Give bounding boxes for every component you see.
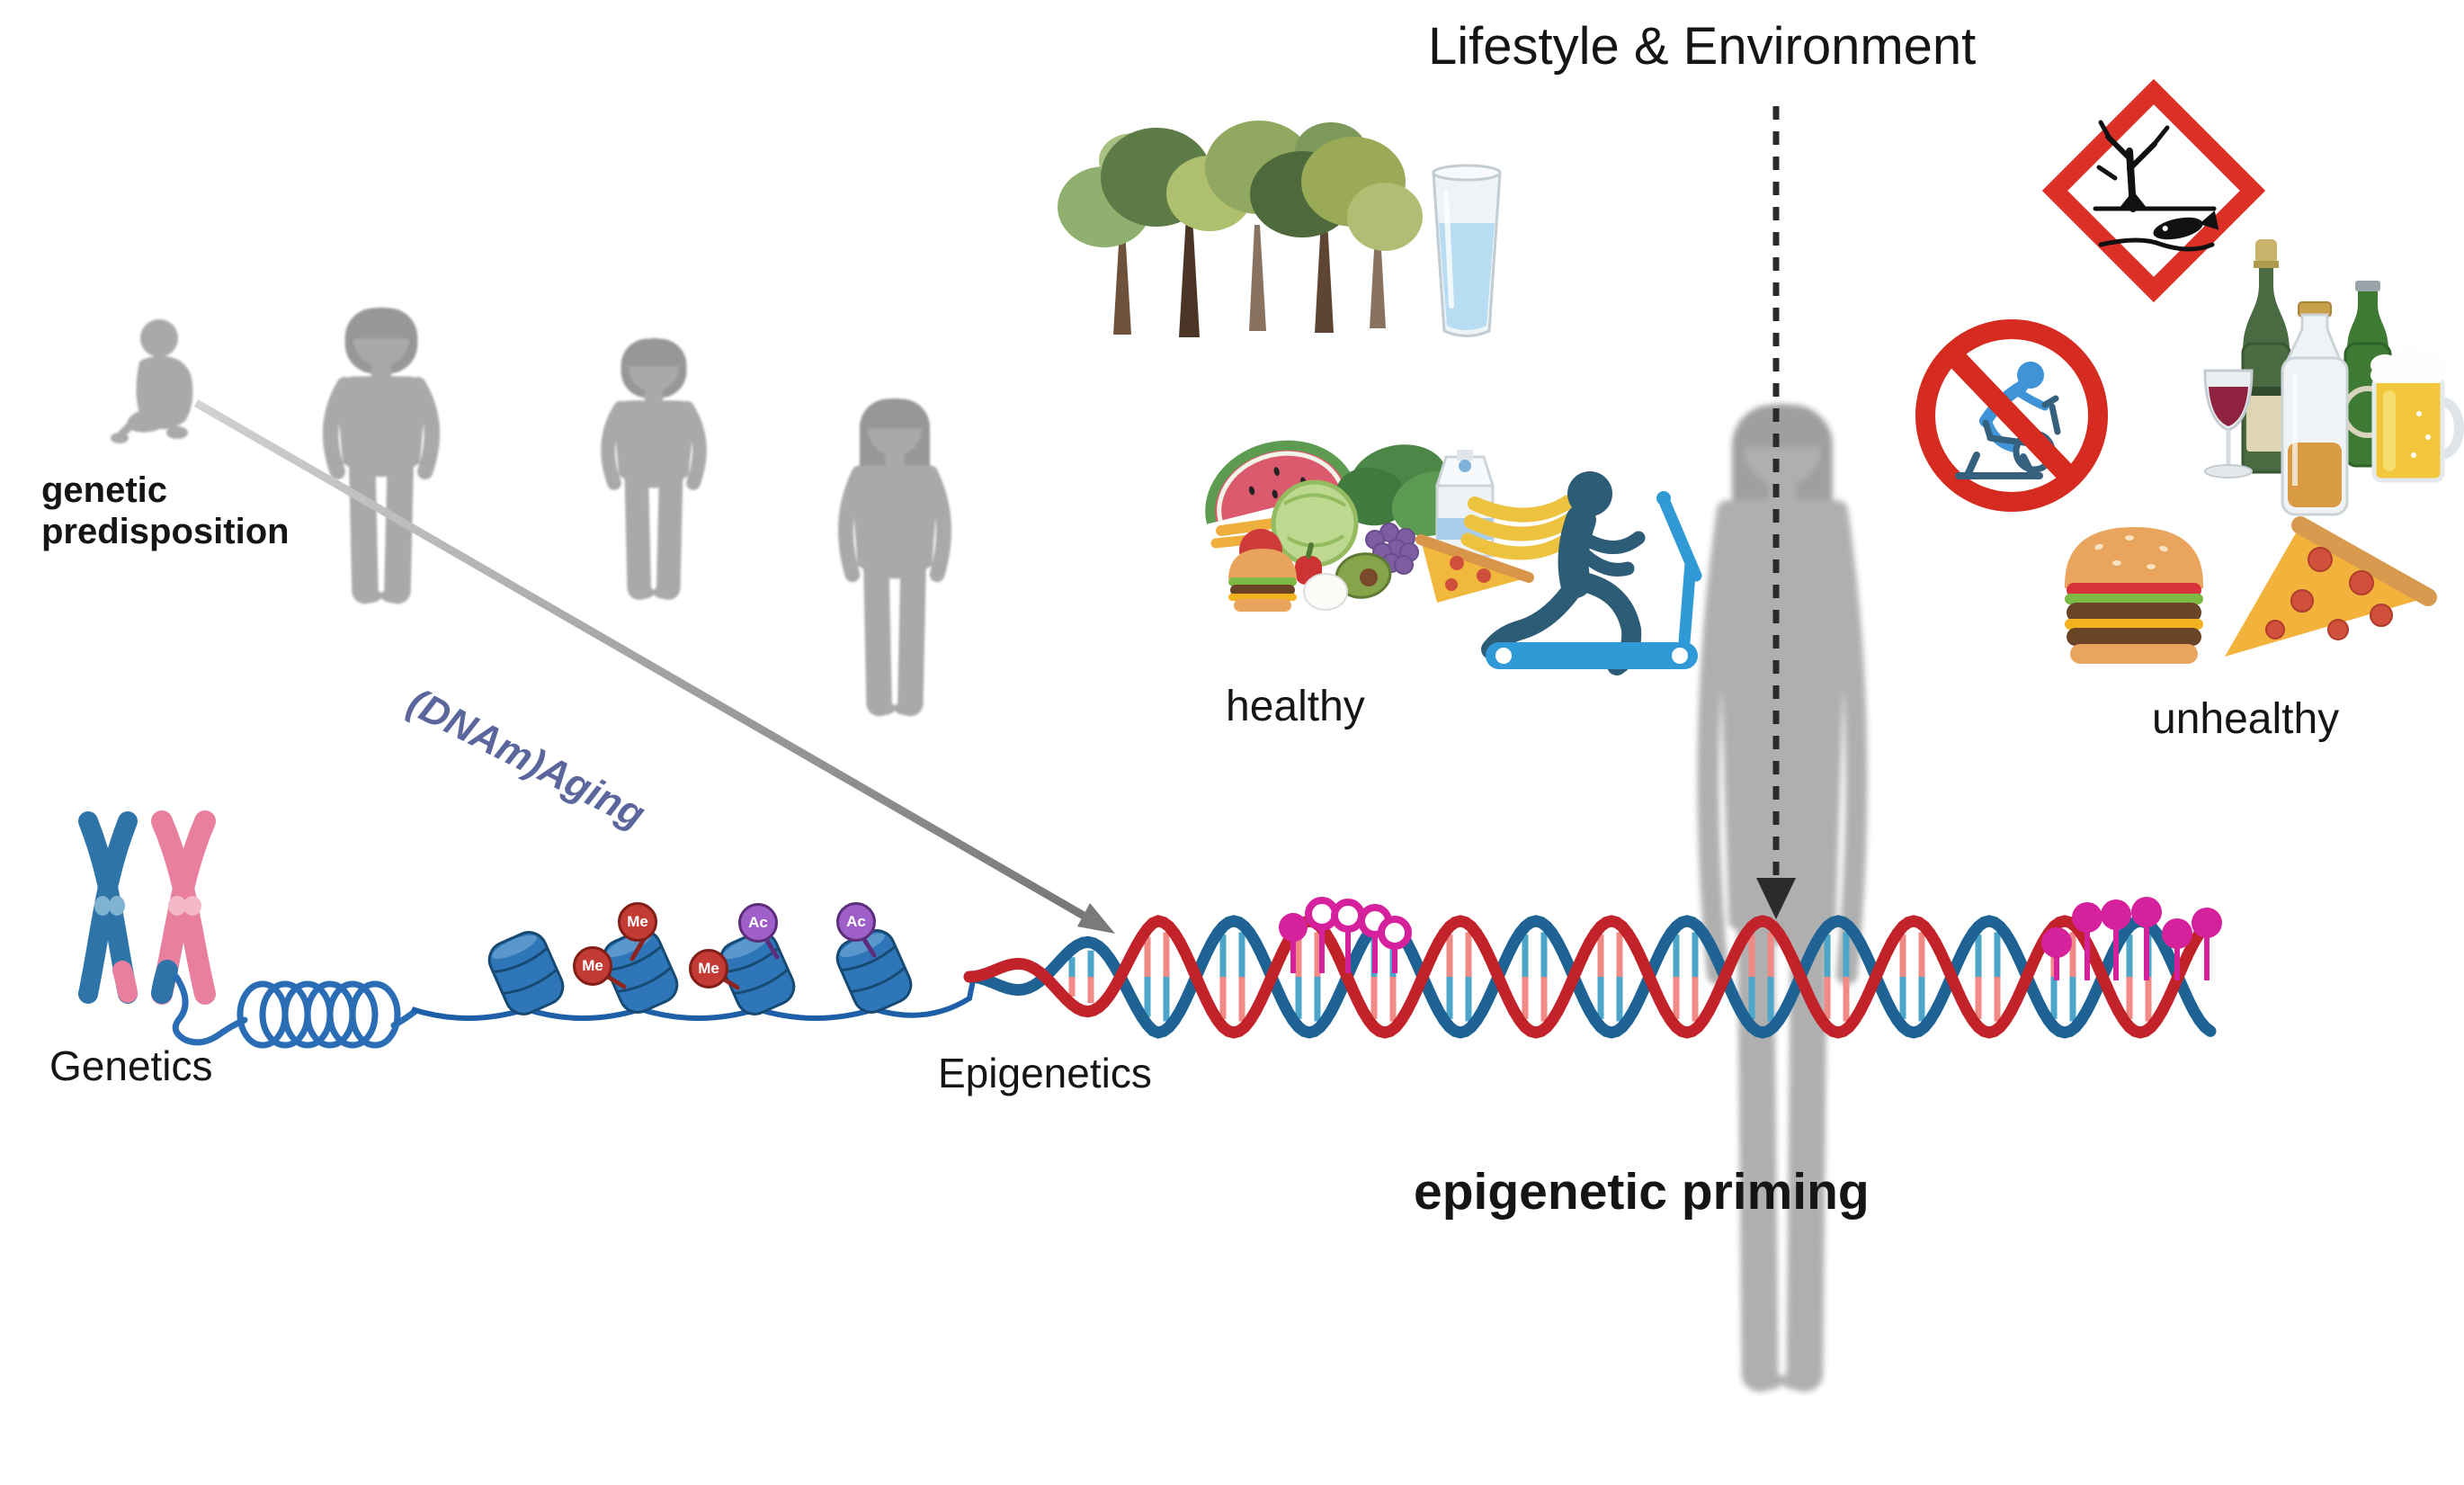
- no-exercise-icon: [1915, 319, 2108, 512]
- methyl-mark-icon: Me: [689, 949, 728, 989]
- champagne-bottle-icon: [2241, 239, 2291, 474]
- chromosome-pink-icon: [151, 810, 216, 1005]
- wine-glass-icon: [2203, 369, 2254, 479]
- alcohol-drinks-icon: [2203, 239, 2464, 516]
- forest-trees-icon: [1058, 121, 1423, 337]
- genetic-predisposition-label: genetic predisposition: [41, 470, 290, 551]
- lifestyle-divider-arrow: [1756, 106, 1796, 919]
- watermelon-icon: [1205, 440, 1356, 524]
- toddler-silhouette: [323, 307, 440, 604]
- epigenetic-priming-label: epigenetic priming: [1414, 1163, 1870, 1221]
- nucleosomes-icon: [487, 929, 913, 1015]
- baby-silhouette: [111, 319, 193, 443]
- aging-arrow: [193, 399, 1115, 934]
- treadmill-runner-icon: [1481, 471, 1702, 675]
- genetics-label: Genetics: [49, 1042, 213, 1089]
- environmental-hazard-icon: [2041, 78, 2266, 303]
- aging-figures-group: [323, 307, 1868, 1392]
- chromosome-blue-icon: [78, 811, 138, 1004]
- pizza-slice-small-icon: [1415, 534, 1534, 603]
- acetyl-mark-icon: Ac: [738, 903, 778, 943]
- page-title: Lifestyle & Environment: [1428, 17, 1977, 76]
- epigenetics-label: Epigenetics: [938, 1050, 1152, 1096]
- healthy-food-icon: [1205, 440, 1577, 612]
- dna-strand-red: [963, 915, 2217, 1039]
- liquor-bottle-icon: [2281, 301, 2349, 516]
- pizza-icon: [2225, 516, 2437, 657]
- child-silhouette: [601, 338, 707, 600]
- nucleosome: [487, 931, 565, 1015]
- teen-silhouette: [838, 398, 951, 717]
- dna-helix-icon: [963, 915, 2217, 1039]
- methylation-lollipops-icon: [1279, 897, 2222, 980]
- healthy-label: healthy: [1226, 683, 1365, 730]
- bananas-icon: [1460, 495, 1577, 560]
- grapes-icon: [1365, 523, 1419, 575]
- beer-mug-icon: [2370, 348, 2464, 483]
- water-glass-icon: [1432, 164, 1502, 337]
- chromatin-coil-icon: [172, 973, 419, 1049]
- dead-fish-icon: [2153, 210, 2219, 240]
- methyl-mark-icon: Me: [618, 902, 657, 942]
- burger-small-icon: [1228, 549, 1297, 612]
- histone-mark-stems: [605, 935, 877, 990]
- acetyl-mark-icon: Ac: [836, 902, 876, 942]
- methyl-mark-icon: Me: [573, 946, 612, 986]
- nucleosome-string: [411, 980, 976, 1021]
- nucleosome: [835, 929, 913, 1014]
- dna-strand-blue: [963, 915, 2217, 1039]
- burger-icon: [2065, 527, 2203, 664]
- unhealthy-label: unhealthy: [2152, 695, 2340, 743]
- dna-base-pairs: [1068, 932, 2152, 1022]
